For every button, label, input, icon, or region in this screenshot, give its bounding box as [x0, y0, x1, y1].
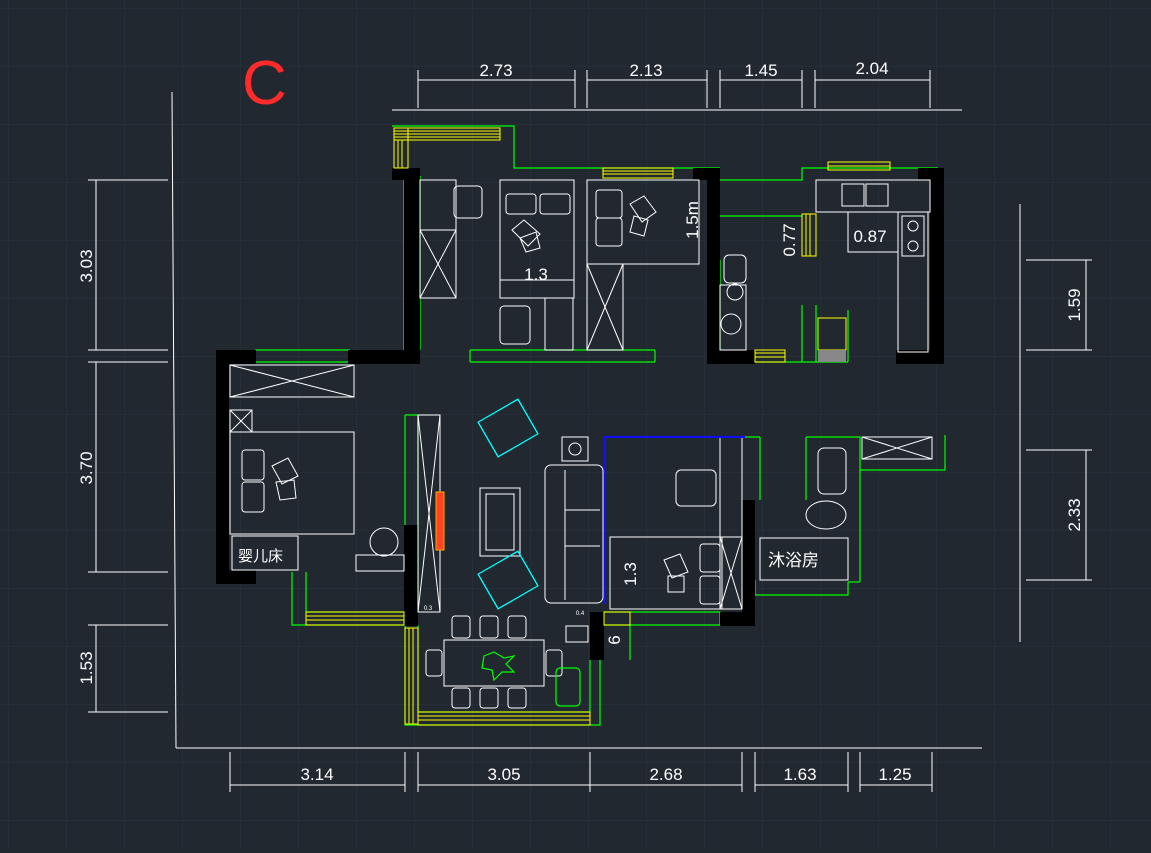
left-dimension-3: 1.53: [77, 651, 96, 684]
bed-width-label-b: 1.3: [621, 562, 640, 586]
kitchen-counter-label: 0.87: [853, 227, 886, 246]
reference-lines: [171, 91, 1021, 749]
top-dimension-3: 1.45: [744, 61, 777, 80]
top-dimension-4: 2.04: [855, 59, 888, 78]
bottom-dimension-1: 3.14: [300, 765, 333, 784]
structural-walls: [216, 168, 944, 660]
corridor-label: 0.77: [780, 223, 799, 256]
wall-gap-label: 6: [605, 635, 624, 644]
bottom-dimension-3: 2.68: [649, 765, 682, 784]
plan-letter: C: [242, 49, 287, 118]
right-dimension-1: 1.59: [1065, 288, 1084, 321]
left-dimension-1: 3.03: [77, 249, 96, 282]
armchair-upper: [477, 398, 539, 458]
kitchen-floor-drain: [818, 350, 846, 362]
study-partition: [604, 436, 745, 604]
small-dimension-a: 0.3: [424, 606, 433, 612]
left-dimension-2: 3.70: [77, 451, 96, 484]
bed-length-label: 1.5m: [683, 201, 702, 239]
bottom-dimension-2: 3.05: [487, 765, 520, 784]
bottom-dimension-4: 1.63: [783, 765, 816, 784]
colored-accents: [435, 350, 846, 707]
bottom-dimension-5: 1.25: [878, 765, 911, 784]
top-dimension-2: 2.13: [629, 61, 662, 80]
bottom-dimension-lines: [229, 752, 933, 792]
crib-label: 婴儿床: [238, 548, 283, 565]
bed-width-label-a: 1.3: [524, 265, 548, 284]
dining-chair-green: [555, 667, 581, 707]
top-dimension-lines: [417, 70, 931, 108]
shower-label: 沐浴房: [768, 551, 819, 570]
furniture: [229, 179, 933, 709]
armchair-lower: [477, 550, 539, 610]
left-dimension-lines: [88, 179, 168, 713]
small-dimension-b: 0.4: [576, 611, 585, 617]
right-dimension-2: 2.33: [1065, 498, 1084, 531]
right-dimension-lines: [1026, 259, 1092, 581]
windows: [305, 127, 891, 726]
table-plant: [481, 651, 516, 682]
tv-console: [435, 491, 445, 551]
top-dimension-1: 2.73: [479, 61, 512, 80]
